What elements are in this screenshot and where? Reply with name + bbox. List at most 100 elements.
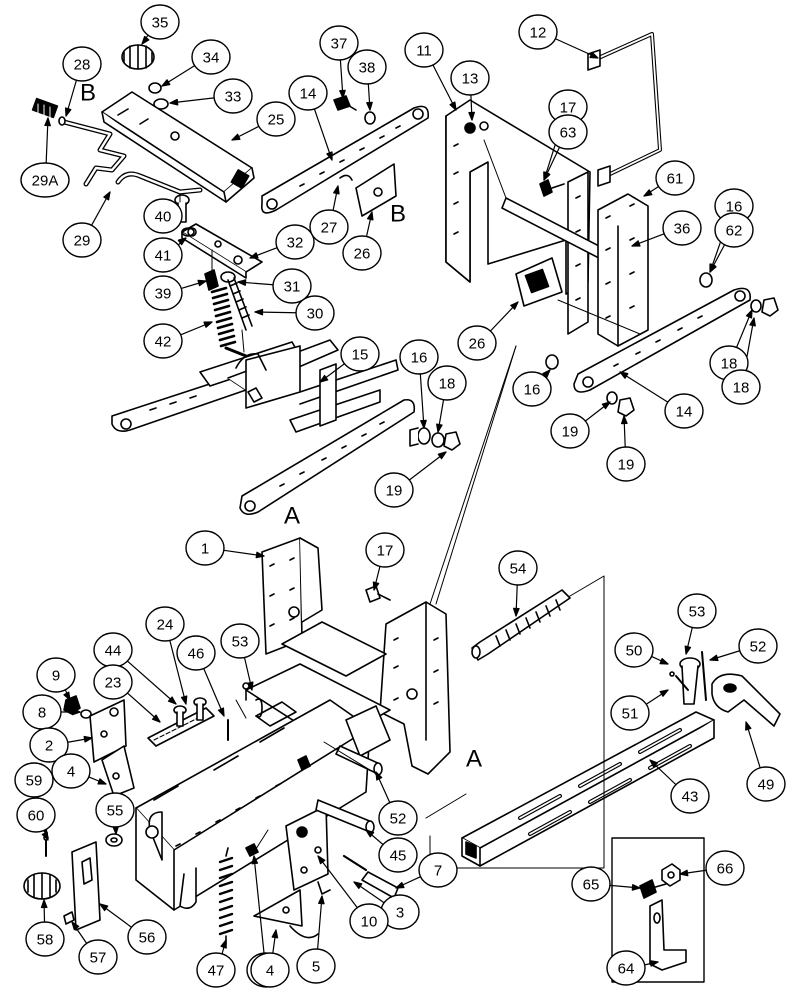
callout: 19 xyxy=(375,473,413,507)
spacer-16-mid-part xyxy=(546,355,558,369)
callout-number: 17 xyxy=(377,543,394,560)
callout: 13 xyxy=(451,61,489,95)
spacer-16-right-part xyxy=(700,273,712,287)
plate-2-part xyxy=(90,700,134,796)
callout-number: 34 xyxy=(203,50,220,67)
callout-number: 57 xyxy=(90,950,107,967)
nut-38-part xyxy=(365,112,375,124)
callout-arrowhead xyxy=(685,646,690,654)
callout-arrowhead xyxy=(514,608,519,616)
callout-number: 35 xyxy=(152,15,169,32)
callout-number: 5 xyxy=(312,959,320,976)
callout-number: 66 xyxy=(717,861,734,878)
callout-number: 18 xyxy=(439,376,456,393)
callout-arrowhead xyxy=(622,416,627,424)
callout-number: 29A xyxy=(32,173,59,190)
callout-arrowhead xyxy=(632,885,640,890)
callout-arrowhead xyxy=(204,322,212,327)
callout: 27 xyxy=(310,210,348,244)
callout-arrowhead xyxy=(710,655,718,660)
callout-number: 58 xyxy=(37,932,54,949)
callout: 14 xyxy=(665,394,703,428)
callout-number: 51 xyxy=(622,706,639,723)
callout: 15 xyxy=(341,337,379,371)
bolt-17-lower-part xyxy=(366,586,390,602)
callout-number: 30 xyxy=(307,306,324,323)
callout-number: 19 xyxy=(562,424,579,441)
callout: 58 xyxy=(26,922,64,956)
callout-arrowhead xyxy=(272,930,277,938)
clip-27-part xyxy=(340,175,352,180)
callout-number: 1 xyxy=(201,541,209,558)
callout-arrowhead xyxy=(104,192,110,200)
callout-number: 15 xyxy=(352,347,369,364)
callout: 16 xyxy=(400,340,438,374)
callout: 44 xyxy=(94,633,132,667)
callout-number: 54 xyxy=(510,561,527,578)
callout-number: 33 xyxy=(225,89,242,106)
callout-number: 55 xyxy=(107,803,124,820)
callout-arrowhead xyxy=(396,883,404,888)
callout-arrowhead xyxy=(660,659,668,664)
callout: 55 xyxy=(96,793,134,827)
callout-number: 14 xyxy=(300,86,317,103)
callout-number: 2 xyxy=(45,738,53,755)
callout: 61 xyxy=(656,161,694,195)
callout-number: 60 xyxy=(28,808,45,825)
callout: 34 xyxy=(192,40,230,74)
callout-number: 53 xyxy=(232,634,249,651)
callout-number: 38 xyxy=(359,60,376,77)
callout-number: 59 xyxy=(26,773,43,790)
callout: 51 xyxy=(611,696,649,730)
callout-arrowhead xyxy=(319,896,324,904)
callout-number: 45 xyxy=(390,848,407,865)
callout: 49 xyxy=(747,767,785,801)
callout-number: 7 xyxy=(434,863,442,880)
callout-number: 46 xyxy=(188,646,205,663)
callout-number: 36 xyxy=(674,221,691,238)
callout: 5 xyxy=(297,949,335,983)
view-letter: A xyxy=(466,746,482,773)
callout-number: 27 xyxy=(321,220,338,237)
callout: 14 xyxy=(289,76,327,110)
spacer-16-washer-18-nut-19-left xyxy=(410,428,460,450)
callout: 30 xyxy=(296,296,334,330)
callout: 1 xyxy=(186,531,224,565)
callout: 54 xyxy=(499,551,537,585)
callout: 24 xyxy=(146,607,184,641)
callout-arrowhead xyxy=(72,709,80,714)
callout-number: 31 xyxy=(284,279,301,296)
callout: 64 xyxy=(607,951,645,985)
callout-number: 24 xyxy=(157,617,174,634)
callout: 42 xyxy=(144,324,182,358)
callout: 9 xyxy=(37,658,75,692)
callout: 25 xyxy=(257,102,295,136)
pin-50-clip-51-part xyxy=(670,652,706,704)
callout-arrowhead xyxy=(170,99,178,104)
callout: 28 xyxy=(63,47,101,81)
callout-number: 23 xyxy=(105,675,122,692)
callout-number: 56 xyxy=(139,930,156,947)
callout-number: 10 xyxy=(361,914,378,931)
callout-arrowhead xyxy=(644,190,652,196)
callout-number: 61 xyxy=(667,171,684,188)
callout: 40 xyxy=(144,199,182,233)
latch-32-part xyxy=(182,224,262,278)
callout: 29 xyxy=(63,223,101,257)
callout-arrowhead xyxy=(354,882,362,888)
callout-number: 19 xyxy=(618,457,635,474)
callout: 19 xyxy=(607,447,645,481)
callout-arrowhead xyxy=(620,372,628,378)
callout: 10 xyxy=(350,904,388,938)
callout: 11 xyxy=(405,33,443,67)
handle-49-part xyxy=(712,674,780,726)
callout: 18 xyxy=(428,366,466,400)
callout-arrowhead xyxy=(660,690,668,696)
callout-arrowhead xyxy=(255,309,263,314)
callout-number: 16 xyxy=(524,382,541,399)
callout-number: 43 xyxy=(682,789,699,806)
callout-leader xyxy=(420,374,424,428)
callout: 62 xyxy=(715,213,753,247)
callout: 26 xyxy=(458,326,496,360)
